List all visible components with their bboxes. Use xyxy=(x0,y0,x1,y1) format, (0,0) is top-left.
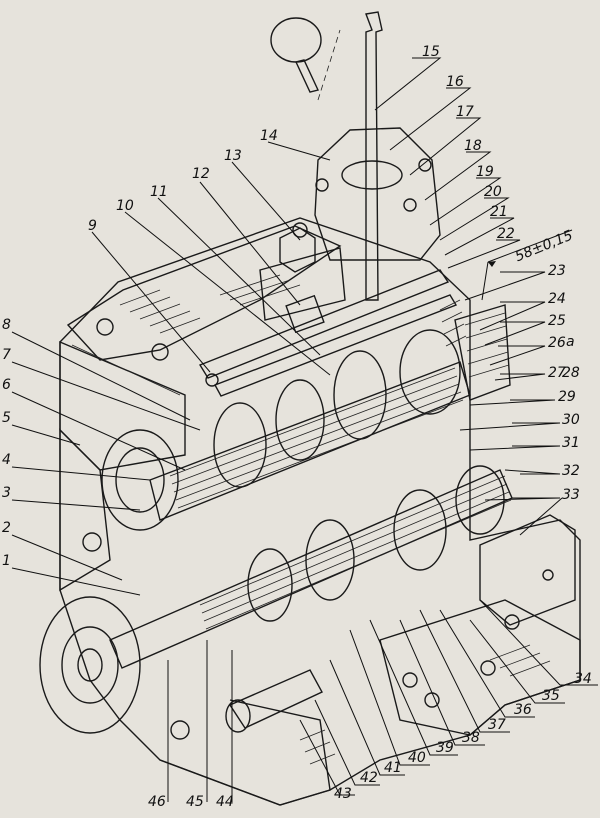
callout-19: 19 xyxy=(476,164,494,180)
callout-24: 24 xyxy=(548,291,566,307)
callout-20: 20 xyxy=(484,184,502,200)
shift-lever-assembly xyxy=(259,11,441,321)
callout-32: 32 xyxy=(562,463,580,479)
primary-shaft xyxy=(101,304,511,531)
callout-14: 14 xyxy=(260,128,278,144)
callout-13: 13 xyxy=(224,148,242,164)
callout-41: 41 xyxy=(384,760,402,776)
callout-labels: 1 2 3 4 5 6 7 8 9 10 11 12 13 14 15 16 1… xyxy=(2,44,592,810)
callout-1: 1 xyxy=(2,553,11,569)
callout-8: 8 xyxy=(2,317,11,333)
callout-28: 28 xyxy=(562,365,580,381)
callout-9: 9 xyxy=(88,218,97,234)
callout-18: 18 xyxy=(464,138,482,154)
section-hatching xyxy=(119,274,551,765)
secondary-shaft xyxy=(39,465,513,740)
callout-10: 10 xyxy=(116,198,134,214)
callout-27: 27 xyxy=(548,365,566,381)
shift-rails xyxy=(198,269,458,397)
callout-42: 42 xyxy=(360,770,378,786)
callout-37: 37 xyxy=(488,717,506,733)
callout-43: 43 xyxy=(334,786,352,802)
callout-2: 2 xyxy=(2,520,11,536)
callout-23: 23 xyxy=(548,263,566,279)
callout-22: 22 xyxy=(497,226,515,242)
callout-35: 35 xyxy=(542,688,560,704)
callout-29: 29 xyxy=(558,389,576,405)
callout-4: 4 xyxy=(2,452,11,468)
leader-lines xyxy=(11,57,598,802)
callout-25: 25 xyxy=(548,313,566,329)
callout-45: 45 xyxy=(186,794,204,810)
callout-12: 12 xyxy=(192,166,210,182)
callout-33: 33 xyxy=(562,487,580,503)
callout-46: 46 xyxy=(148,794,166,810)
callout-a: a xyxy=(566,334,575,350)
callout-44: 44 xyxy=(216,794,234,810)
callout-30: 30 xyxy=(562,412,580,428)
callout-7: 7 xyxy=(2,347,11,363)
callout-11: 11 xyxy=(150,184,168,200)
cover-bolts xyxy=(96,222,554,708)
callout-16: 16 xyxy=(446,74,464,90)
callout-26: 26 xyxy=(548,335,566,351)
callout-39: 39 xyxy=(436,740,454,756)
callout-6: 6 xyxy=(2,377,11,393)
dimension-marker xyxy=(481,229,573,301)
callout-34: 34 xyxy=(574,671,592,687)
callout-21: 21 xyxy=(490,204,508,220)
callout-5: 5 xyxy=(2,410,11,426)
callout-38: 38 xyxy=(462,730,480,746)
callout-15: 15 xyxy=(422,44,440,60)
callout-17: 17 xyxy=(456,104,474,120)
dimension-label: 58±0,15 xyxy=(513,228,575,266)
callout-3: 3 xyxy=(2,485,11,501)
callout-36: 36 xyxy=(514,702,532,718)
callout-40: 40 xyxy=(408,750,426,766)
callout-31: 31 xyxy=(562,435,580,451)
